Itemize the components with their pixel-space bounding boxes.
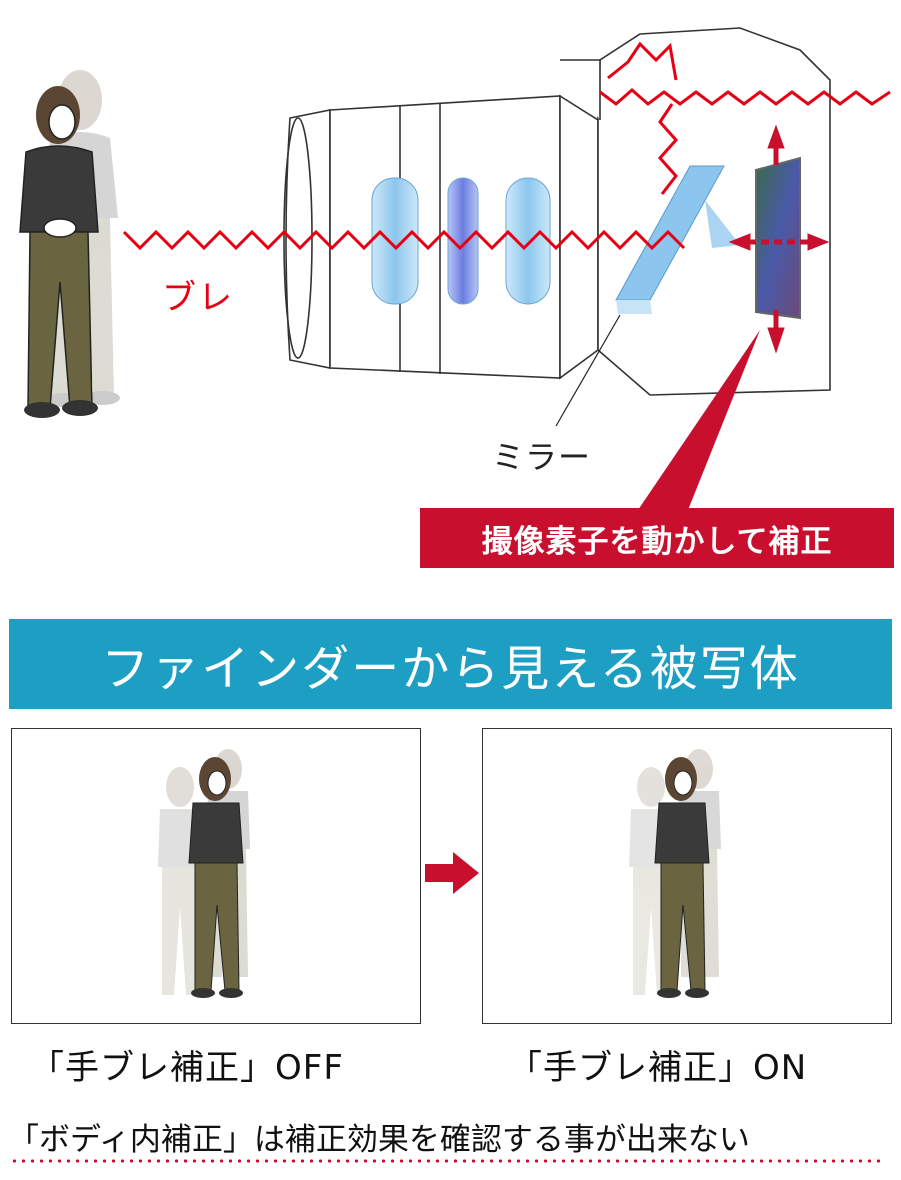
sensor-shift-arrows (728, 124, 830, 354)
mirror-label: ミラー (492, 438, 592, 476)
shake-zigzag (122, 41, 891, 251)
callout-pointer (638, 330, 760, 510)
callout-box: 撮像素子を動かして補正 (420, 508, 894, 568)
subject-person-figure (19, 70, 120, 418)
shake-label: ブレ (162, 278, 234, 318)
camera-diagram (19, 27, 891, 510)
viewfinder-frame-off (11, 728, 421, 1024)
lens-elements (371, 177, 551, 305)
caption-off: 「手ブレ補正」OFF (30, 1048, 344, 1088)
dotted-underline (10, 1159, 885, 1163)
image-sensor (755, 156, 801, 320)
person-figure-stabilized (629, 749, 721, 998)
caption-on: 「手ブレ補正」ON (508, 1048, 808, 1088)
viewfinder-frame-on (482, 728, 892, 1024)
footnote: 「ボディ内補正」は補正効果を確認する事が出来ない (8, 1122, 750, 1158)
section-banner: ファインダーから見える被写体 (9, 619, 892, 709)
right-arrow-icon (425, 852, 479, 894)
person-figure-shaky (158, 749, 250, 998)
